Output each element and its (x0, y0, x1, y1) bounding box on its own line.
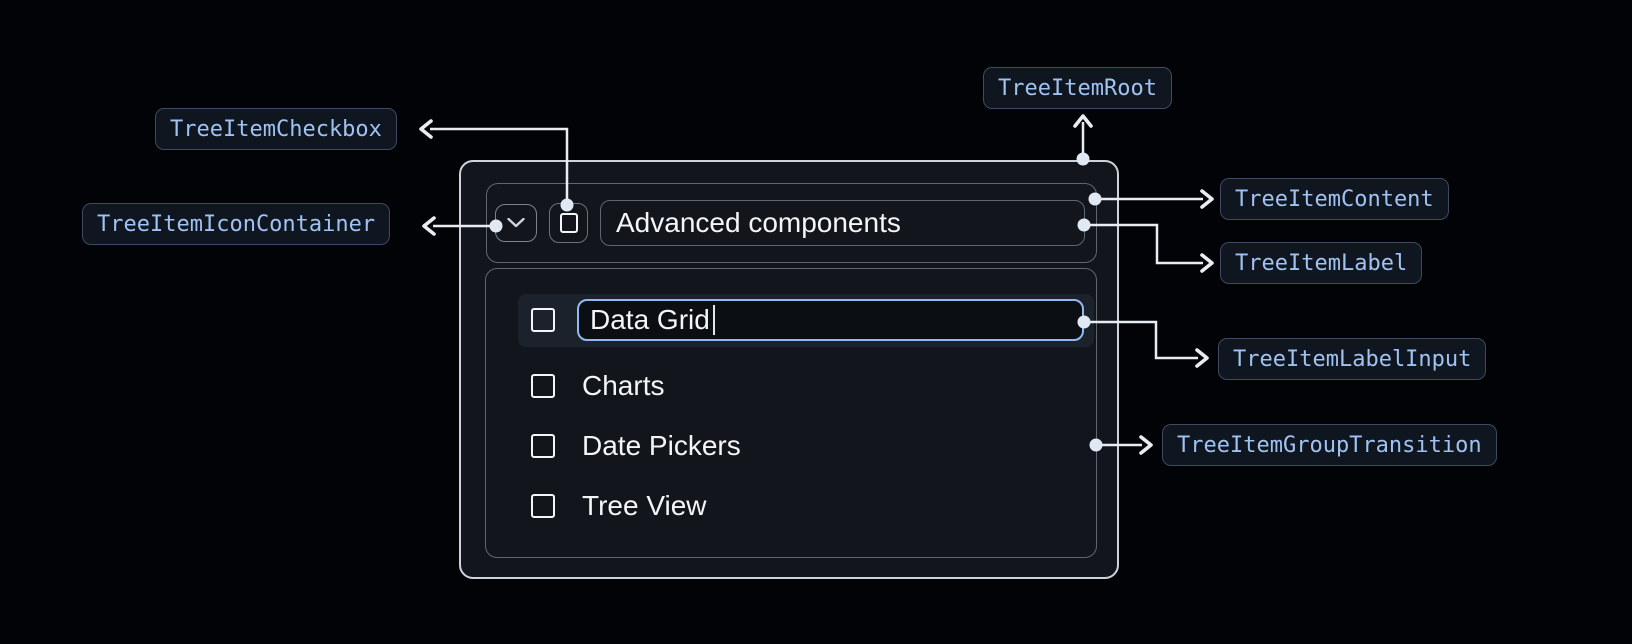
annotation-tree-item-content: TreeItemContent (1220, 178, 1449, 220)
arrow-right-icon (1195, 348, 1209, 368)
annotation-tree-item-root: TreeItemRoot (983, 67, 1172, 109)
arrow-right-icon (1200, 189, 1214, 209)
checkbox-unchecked-icon[interactable] (531, 434, 555, 458)
annotation-tree-item-root-label: TreeItemRoot (998, 75, 1157, 101)
annotation-tree-item-group-transition: TreeItemGroupTransition (1162, 424, 1497, 466)
text-cursor (712, 305, 716, 335)
tree-row[interactable]: Date Pickers (531, 430, 741, 462)
arrow-up-icon (1073, 114, 1093, 128)
annotation-tree-item-content-label: TreeItemContent (1235, 186, 1434, 212)
parent-checkbox[interactable] (549, 203, 588, 243)
annotation-tree-item-label: TreeItemLabel (1220, 242, 1423, 284)
annotation-tree-item-label-input: TreeItemLabelInput (1218, 338, 1487, 380)
annotation-tree-item-icon-container: TreeItemIconContainer (82, 203, 391, 245)
tree-item-label-box[interactable]: Advanced components (600, 200, 1085, 246)
checkbox-unchecked-icon[interactable] (531, 308, 555, 332)
tree-row[interactable]: Charts (531, 370, 664, 402)
annotation-tree-item-icon-container-label: TreeItemIconContainer (97, 211, 376, 237)
tree-item-group: Data Grid Charts Date Pickers Tree View (485, 268, 1097, 558)
collapse-button[interactable] (495, 204, 537, 242)
annotation-tree-item-group-transition-label: TreeItemGroupTransition (1177, 432, 1482, 458)
checkbox-unchecked-icon[interactable] (531, 494, 555, 518)
annotation-tree-item-label-input-label: TreeItemLabelInput (1233, 346, 1472, 372)
tree-item-label: Tree View (582, 490, 707, 521)
parent-item-label: Advanced components (616, 207, 901, 238)
item-label-input-value: Data Grid (590, 304, 710, 335)
tree-row-editing[interactable]: Data Grid (518, 294, 1094, 347)
arrow-right-icon (1200, 253, 1214, 273)
tree-item-content-box[interactable]: Advanced components (486, 183, 1097, 263)
annotation-tree-item-checkbox-label: TreeItemCheckbox (170, 116, 382, 142)
tree-item-root-panel: Advanced components Data Grid Charts Dat… (459, 160, 1119, 579)
annotation-tree-item-checkbox: TreeItemCheckbox (155, 108, 397, 150)
item-label-input[interactable]: Data Grid (577, 299, 1084, 341)
tree-item-label: Charts (582, 370, 665, 401)
annotation-tree-item-label-label: TreeItemLabel (1235, 250, 1408, 276)
arrow-right-icon (1139, 435, 1153, 455)
tree-item-label: Date Pickers (582, 430, 741, 461)
connector-root (1073, 114, 1093, 166)
checkbox-unchecked-icon[interactable] (531, 374, 555, 398)
arrow-left-icon (422, 216, 436, 236)
tree-row[interactable]: Tree View (531, 490, 707, 522)
checkbox-unchecked-icon (559, 213, 578, 233)
arrow-left-icon (419, 119, 433, 139)
chevron-down-icon (507, 218, 525, 228)
